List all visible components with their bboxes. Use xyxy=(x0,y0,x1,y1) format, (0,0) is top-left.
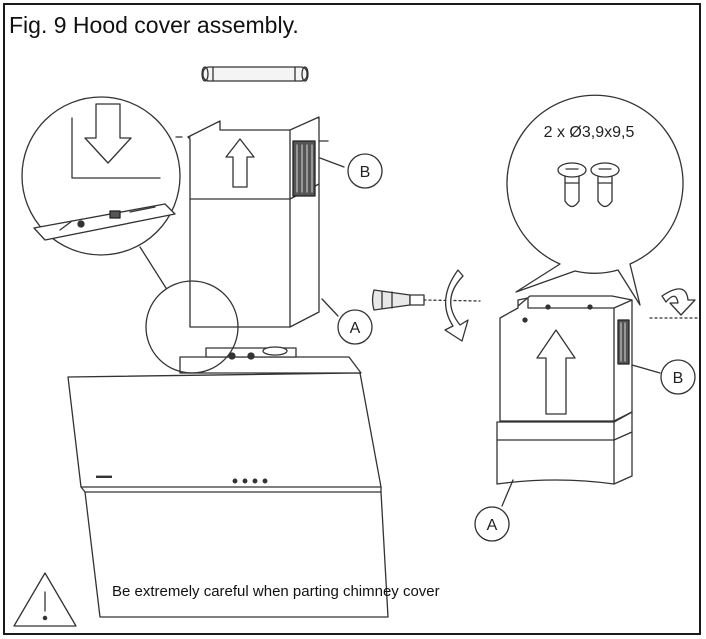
screw-spec-label: 2 x Ø3,9x9,5 xyxy=(544,124,635,141)
svg-text:A: A xyxy=(487,517,498,534)
rotate-arrow-left-icon xyxy=(444,269,469,342)
callout-b-left: B xyxy=(319,153,383,189)
screw-detail-balloon: 2 x Ø3,9x9,5 xyxy=(506,94,684,306)
lower-cover-right xyxy=(496,411,633,485)
callout-a-label: A xyxy=(350,320,361,337)
callout-a-left: A xyxy=(321,298,373,345)
up-arrow-icon xyxy=(225,138,255,188)
hood-body-left: ▬▬ xyxy=(67,346,389,618)
screwdriver-icon xyxy=(371,289,481,311)
screw-icon xyxy=(557,162,587,208)
callout-b-label: B xyxy=(360,164,371,181)
warning-text: Be extremely careful when parting chimne… xyxy=(112,583,440,600)
up-arrow-icon xyxy=(536,329,576,415)
chimney-cover-right xyxy=(499,295,633,422)
detail-magnifier-left xyxy=(21,96,239,374)
figure-title: Fig. 9 Hood cover assembly. xyxy=(9,12,299,38)
rotate-arrow-right-icon xyxy=(661,288,696,316)
duct-pipe-top xyxy=(201,66,309,82)
figure-frame xyxy=(3,3,701,635)
chimney-cover-left xyxy=(175,116,329,328)
svg-text:▬▬: ▬▬ xyxy=(96,471,112,480)
svg-text:B: B xyxy=(673,370,684,387)
screw-icon xyxy=(590,162,620,208)
callout-a-right: A xyxy=(474,479,514,542)
callout-b-right: B xyxy=(631,359,696,395)
down-arrow-icon xyxy=(84,103,132,164)
warning-triangle-icon xyxy=(13,572,77,627)
